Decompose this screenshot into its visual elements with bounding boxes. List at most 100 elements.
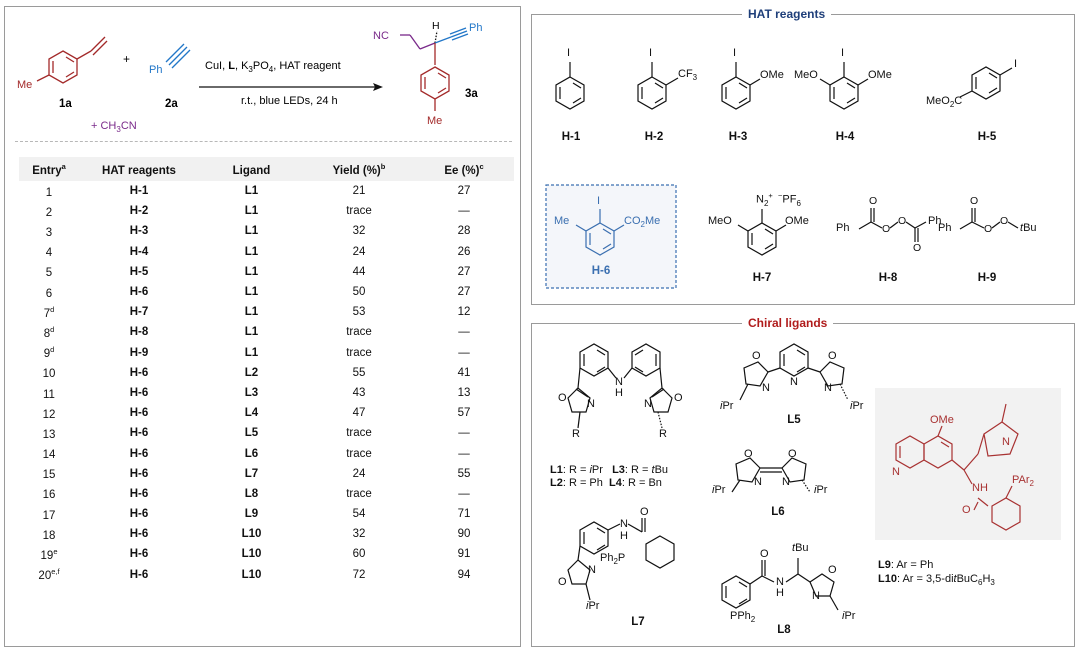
l7-n: N <box>620 518 628 530</box>
cell-hat: H-6 <box>129 286 149 299</box>
cell-yield: 21 <box>352 185 366 198</box>
cell-hat: H-6 <box>129 427 149 440</box>
h9-ph: Ph <box>938 222 952 234</box>
h3-ome: OMe <box>760 69 784 81</box>
l6-ipr-left: iPr <box>712 484 726 496</box>
cell-hat: H-1 <box>129 185 149 198</box>
l5-o-right: O <box>828 350 837 362</box>
cell-ee: 90 <box>457 528 471 541</box>
cell-yield: 43 <box>352 386 366 399</box>
l5-label: L5 <box>787 414 801 426</box>
l9-l10-legend: L9: Ar = Ph L10: Ar = 3,5-ditBuC6H3 <box>878 559 995 588</box>
h3-iodo: I <box>733 47 737 59</box>
cell-hat: H-6 <box>129 366 149 379</box>
l7-h: H <box>620 530 628 542</box>
l7-ipr: iPr <box>586 600 600 612</box>
h7-ome: OMe <box>785 215 809 227</box>
l8-n-ring: N <box>812 590 820 602</box>
h6-me: Me <box>554 215 570 227</box>
cell-ligand: L1 <box>244 306 259 319</box>
product-structure <box>400 27 469 111</box>
h1-iodo: I <box>567 47 571 59</box>
cell-ligand: L4 <box>244 407 259 420</box>
compound-1a-label: 1a <box>59 98 72 110</box>
h9-o-2: O <box>1000 215 1009 227</box>
h8-o-top: O <box>869 195 878 207</box>
cinchona-par2: PAr2 <box>1012 474 1034 489</box>
header-ee: Ee (%)c <box>414 157 514 181</box>
cell-yield: 72 <box>352 568 366 581</box>
h6-structure <box>575 209 625 256</box>
cell-entry: 8d <box>43 324 55 340</box>
l5-ipr-right: iPr <box>850 400 864 412</box>
l6-n-left: N <box>754 476 762 488</box>
cell-yield: trace <box>346 326 372 339</box>
styrene-me-label: Me <box>17 79 32 91</box>
cell-entry: 6 <box>45 287 53 300</box>
h7-label: H-7 <box>752 272 772 284</box>
l1-o-right: O <box>674 392 683 404</box>
cell-yield: 47 <box>352 407 366 420</box>
cell-ee: — <box>458 487 470 500</box>
h9-label: H-9 <box>977 272 997 284</box>
cell-ee: 27 <box>457 286 471 299</box>
cell-entry: 20e,f <box>38 567 60 583</box>
cell-entry: 14 <box>42 448 56 461</box>
h7-pf6: −PF6 <box>778 191 801 208</box>
arrow-head <box>373 83 383 91</box>
l8-label: L8 <box>777 624 791 636</box>
cell-yield: 55 <box>352 366 366 379</box>
cell-hat: H-8 <box>129 326 149 339</box>
compound-2a-label: 2a <box>165 98 178 110</box>
l1-r-left: R <box>572 428 580 440</box>
cell-ligand: L5 <box>244 427 259 440</box>
cell-entry: 18 <box>42 529 56 542</box>
cell-hat: H-3 <box>129 225 149 238</box>
cell-yield: 24 <box>352 245 366 258</box>
l8-ipr: iPr <box>842 610 856 622</box>
cell-entry: 1 <box>45 186 53 199</box>
product-h-label: H <box>432 20 440 32</box>
cell-yield: 53 <box>352 306 366 319</box>
l6-n-right: N <box>782 476 790 488</box>
l8-o-ring: O <box>828 564 837 576</box>
cell-ee: 12 <box>457 306 471 319</box>
h4-ome: OMe <box>868 69 892 81</box>
l8-o-carbonyl: O <box>760 548 769 560</box>
phenylacetylene-structure <box>165 43 191 69</box>
cell-ligand: L2 <box>244 366 259 379</box>
cell-ee: 28 <box>457 225 471 238</box>
chiral-ligands-panel: Chiral ligands N H O N N O R R L1: R = i… <box>531 316 1075 647</box>
cell-ee: 27 <box>457 265 471 278</box>
cell-hat: H-6 <box>129 386 149 399</box>
l1-r-right: R <box>659 428 667 440</box>
cinchona-n-quinoline: N <box>892 466 900 478</box>
h6-highlight-box <box>545 184 677 289</box>
cinchona-structure <box>895 403 1021 531</box>
cell-yield: 44 <box>352 265 366 278</box>
table-header-row: Entrya HAT reagents Ligand Yield (%)b Ee… <box>19 157 514 181</box>
ligand-structures <box>567 343 1061 611</box>
cell-entry: 7d <box>43 304 55 320</box>
ligand-panel-title: Chiral ligands <box>742 316 834 330</box>
cell-yield: trace <box>346 427 372 440</box>
cell-hat: H-6 <box>129 407 149 420</box>
cell-ee: — <box>458 205 470 218</box>
cell-ligand: L1 <box>244 245 259 258</box>
styrene-structure <box>36 36 108 84</box>
reaction-table-panel: Me 1a + Ph 2a + CH3CN CuI, L, K3PO4, HAT… <box>4 6 521 647</box>
cell-entry: 3 <box>45 226 53 239</box>
h2-iodo: I <box>649 47 653 59</box>
cell-entry: 4 <box>45 247 53 260</box>
h1-label: H-1 <box>561 131 581 143</box>
l6-o-left: O <box>744 448 753 460</box>
